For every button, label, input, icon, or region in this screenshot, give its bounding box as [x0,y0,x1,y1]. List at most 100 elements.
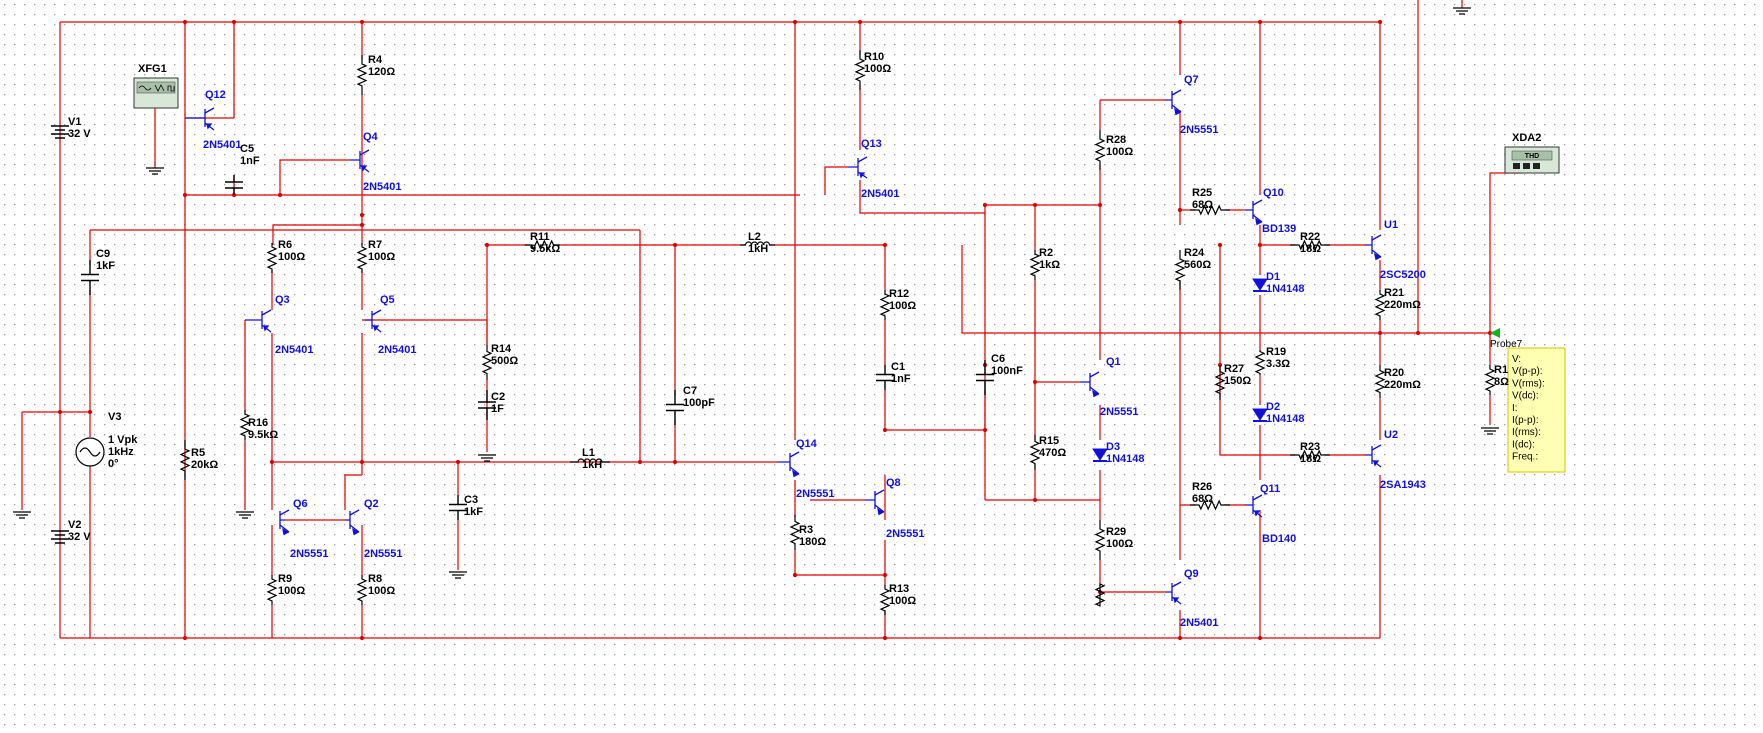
resistor-r5[interactable] [179,440,191,480]
resistor-r20[interactable] [1374,365,1386,398]
resistor-r24[interactable] [1174,250,1186,290]
resistor-r1[interactable] [1484,365,1496,395]
source-value-v2: 32 V [68,531,91,543]
component-value-r15: 470Ω [1039,447,1066,459]
resistor-r2[interactable] [1029,250,1041,280]
transistor-part-q13: 2N5401 [861,188,900,200]
transistor-q8[interactable] [865,489,885,516]
transistor-ref-q11: Q11 [1260,483,1280,495]
transistor-q11[interactable] [1245,494,1263,518]
capacitor-c9[interactable] [81,260,99,295]
diode-d1[interactable] [1252,278,1268,292]
junction-dot [1377,330,1383,336]
battery-v1[interactable] [51,125,69,139]
transistor-q3[interactable] [245,309,272,333]
component-value-c7: 100pF [683,397,715,409]
resistor-r7[interactable] [356,243,368,273]
inductor-l1[interactable] [570,458,610,463]
resistor-r21[interactable] [1374,290,1386,320]
transistor-q5[interactable] [365,309,382,333]
diode-d3[interactable] [1092,448,1108,462]
resistor-r12[interactable] [879,290,891,320]
transistor-ref-q14: Q14 [796,438,818,450]
transistor-u1[interactable] [1365,234,1382,261]
junction-dot [57,409,63,415]
transistor-q4[interactable] [350,149,370,173]
probe-arrow-icon[interactable] [1490,328,1500,338]
junction-dot [455,459,461,465]
capacitor-c1[interactable] [876,365,894,390]
function-generator-xfg1[interactable] [133,77,179,109]
ground-symbol [478,454,496,462]
battery-v2[interactable] [51,530,69,544]
resistor-r29-spacer[interactable] [1094,583,1106,607]
transistor-ref-q4: Q4 [363,131,379,143]
probe-name: Probe7 [1490,339,1523,350]
resistor-r14[interactable] [481,345,493,380]
transistor-ref-q1: Q1 [1106,356,1121,368]
component-ref-l2: L2 [748,231,761,243]
resistor-r4[interactable] [356,55,368,95]
capacitor-c5[interactable] [225,175,243,195]
probe-readout-line: Freq.: [1512,452,1538,463]
component-value-c5: 1nF [240,155,260,167]
junction-dot [359,222,365,228]
component-value-c6: 100nF [991,365,1023,377]
resistor-r10[interactable] [854,50,866,90]
resistor-r6[interactable] [266,243,278,273]
junction-dot [672,242,678,248]
transistor-q10[interactable] [1245,199,1263,226]
probe-readout-line: V(rms): [1512,378,1545,389]
component-value-r4: 120Ω [368,66,395,78]
capacitor-c7[interactable] [666,390,684,425]
junction-dot [182,192,188,198]
component-ref-r20: R20 [1384,367,1404,379]
resistor-r29[interactable] [1094,520,1106,560]
resistor-r25[interactable] [1190,204,1230,216]
component-ref-r8: R8 [368,573,382,585]
resistor-r27[interactable] [1214,365,1226,400]
transistor-q1[interactable] [1080,371,1100,398]
resistor-r28[interactable] [1094,130,1106,170]
transistor-q12[interactable] [185,107,215,131]
resistor-r22[interactable] [1290,239,1330,251]
component-ref-c1: C1 [891,361,905,373]
resistor-r23[interactable] [1290,449,1330,461]
distortion-analyzer-xda2[interactable] [1504,146,1560,174]
resistor-r11[interactable] [525,239,560,251]
xda2-screen-label: THD [1525,153,1539,160]
component-ref-r22: R22 [1300,231,1320,243]
transistor-q14[interactable] [778,451,800,478]
component-ref-r5: R5 [191,447,205,459]
transistor-part-q7: 2N5551 [1180,124,1219,136]
resistor-r3[interactable] [789,515,801,550]
transistor-q13[interactable] [848,156,868,179]
junction-dot [1177,635,1183,641]
capacitor-c2[interactable] [478,390,496,420]
capacitor-c3[interactable] [449,495,467,520]
resistor-r13[interactable] [879,585,891,615]
transistor-u2[interactable] [1365,444,1382,468]
diode-d2[interactable] [1252,408,1268,422]
resistor-r9[interactable] [266,575,278,605]
resistor-r8[interactable] [356,575,368,605]
transistor-q7[interactable] [1165,89,1182,116]
transistor-q2[interactable] [345,509,360,536]
component-ref-c2: C2 [491,391,505,403]
resistor-r16[interactable] [239,410,251,440]
resistor-r26[interactable] [1190,499,1230,511]
probe-readout-box [1507,347,1566,473]
resistor-r15[interactable] [1029,435,1041,470]
component-value-r24: 560Ω [1184,259,1211,271]
junction-dot [359,635,365,641]
inductor-l2[interactable] [740,241,775,246]
resistor-r19[interactable] [1254,350,1266,375]
transistor-q6[interactable] [279,509,290,536]
transistor-ref-q7: Q7 [1184,74,1199,86]
transistor-q9[interactable] [1165,581,1182,605]
junction-dot [882,572,888,578]
component-ref-r12: R12 [889,288,909,300]
capacitor-c6[interactable] [976,360,994,395]
ground-symbol [1453,7,1471,15]
